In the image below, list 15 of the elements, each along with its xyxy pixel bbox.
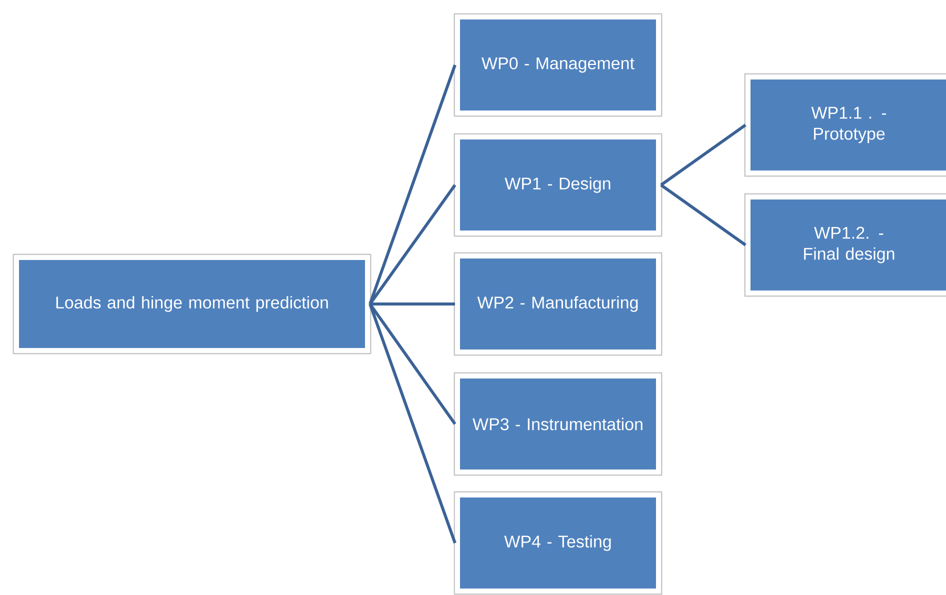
- connector-line: [660, 184, 746, 246]
- connector-line: [660, 124, 746, 186]
- connector-line: [368, 304, 456, 544]
- process-box: WP4 - Testing: [454, 491, 662, 595]
- connector-line: [368, 184, 456, 305]
- process-box: WP3 - Instrumentation: [454, 372, 662, 476]
- connector-line: [368, 303, 456, 425]
- connector-line: [370, 302, 455, 306]
- process-box: Loads and hinge moment prediction: [12, 254, 372, 354]
- process-box: WP1.1 . - Prototype: [744, 73, 946, 177]
- process-box: WP1.2. - Final design: [744, 193, 946, 297]
- connector-line: [368, 64, 456, 304]
- process-box: WP1 - Design: [454, 133, 662, 237]
- process-box: WP0 - Management: [454, 13, 662, 117]
- process-box: WP2 - Manufacturing: [454, 252, 662, 356]
